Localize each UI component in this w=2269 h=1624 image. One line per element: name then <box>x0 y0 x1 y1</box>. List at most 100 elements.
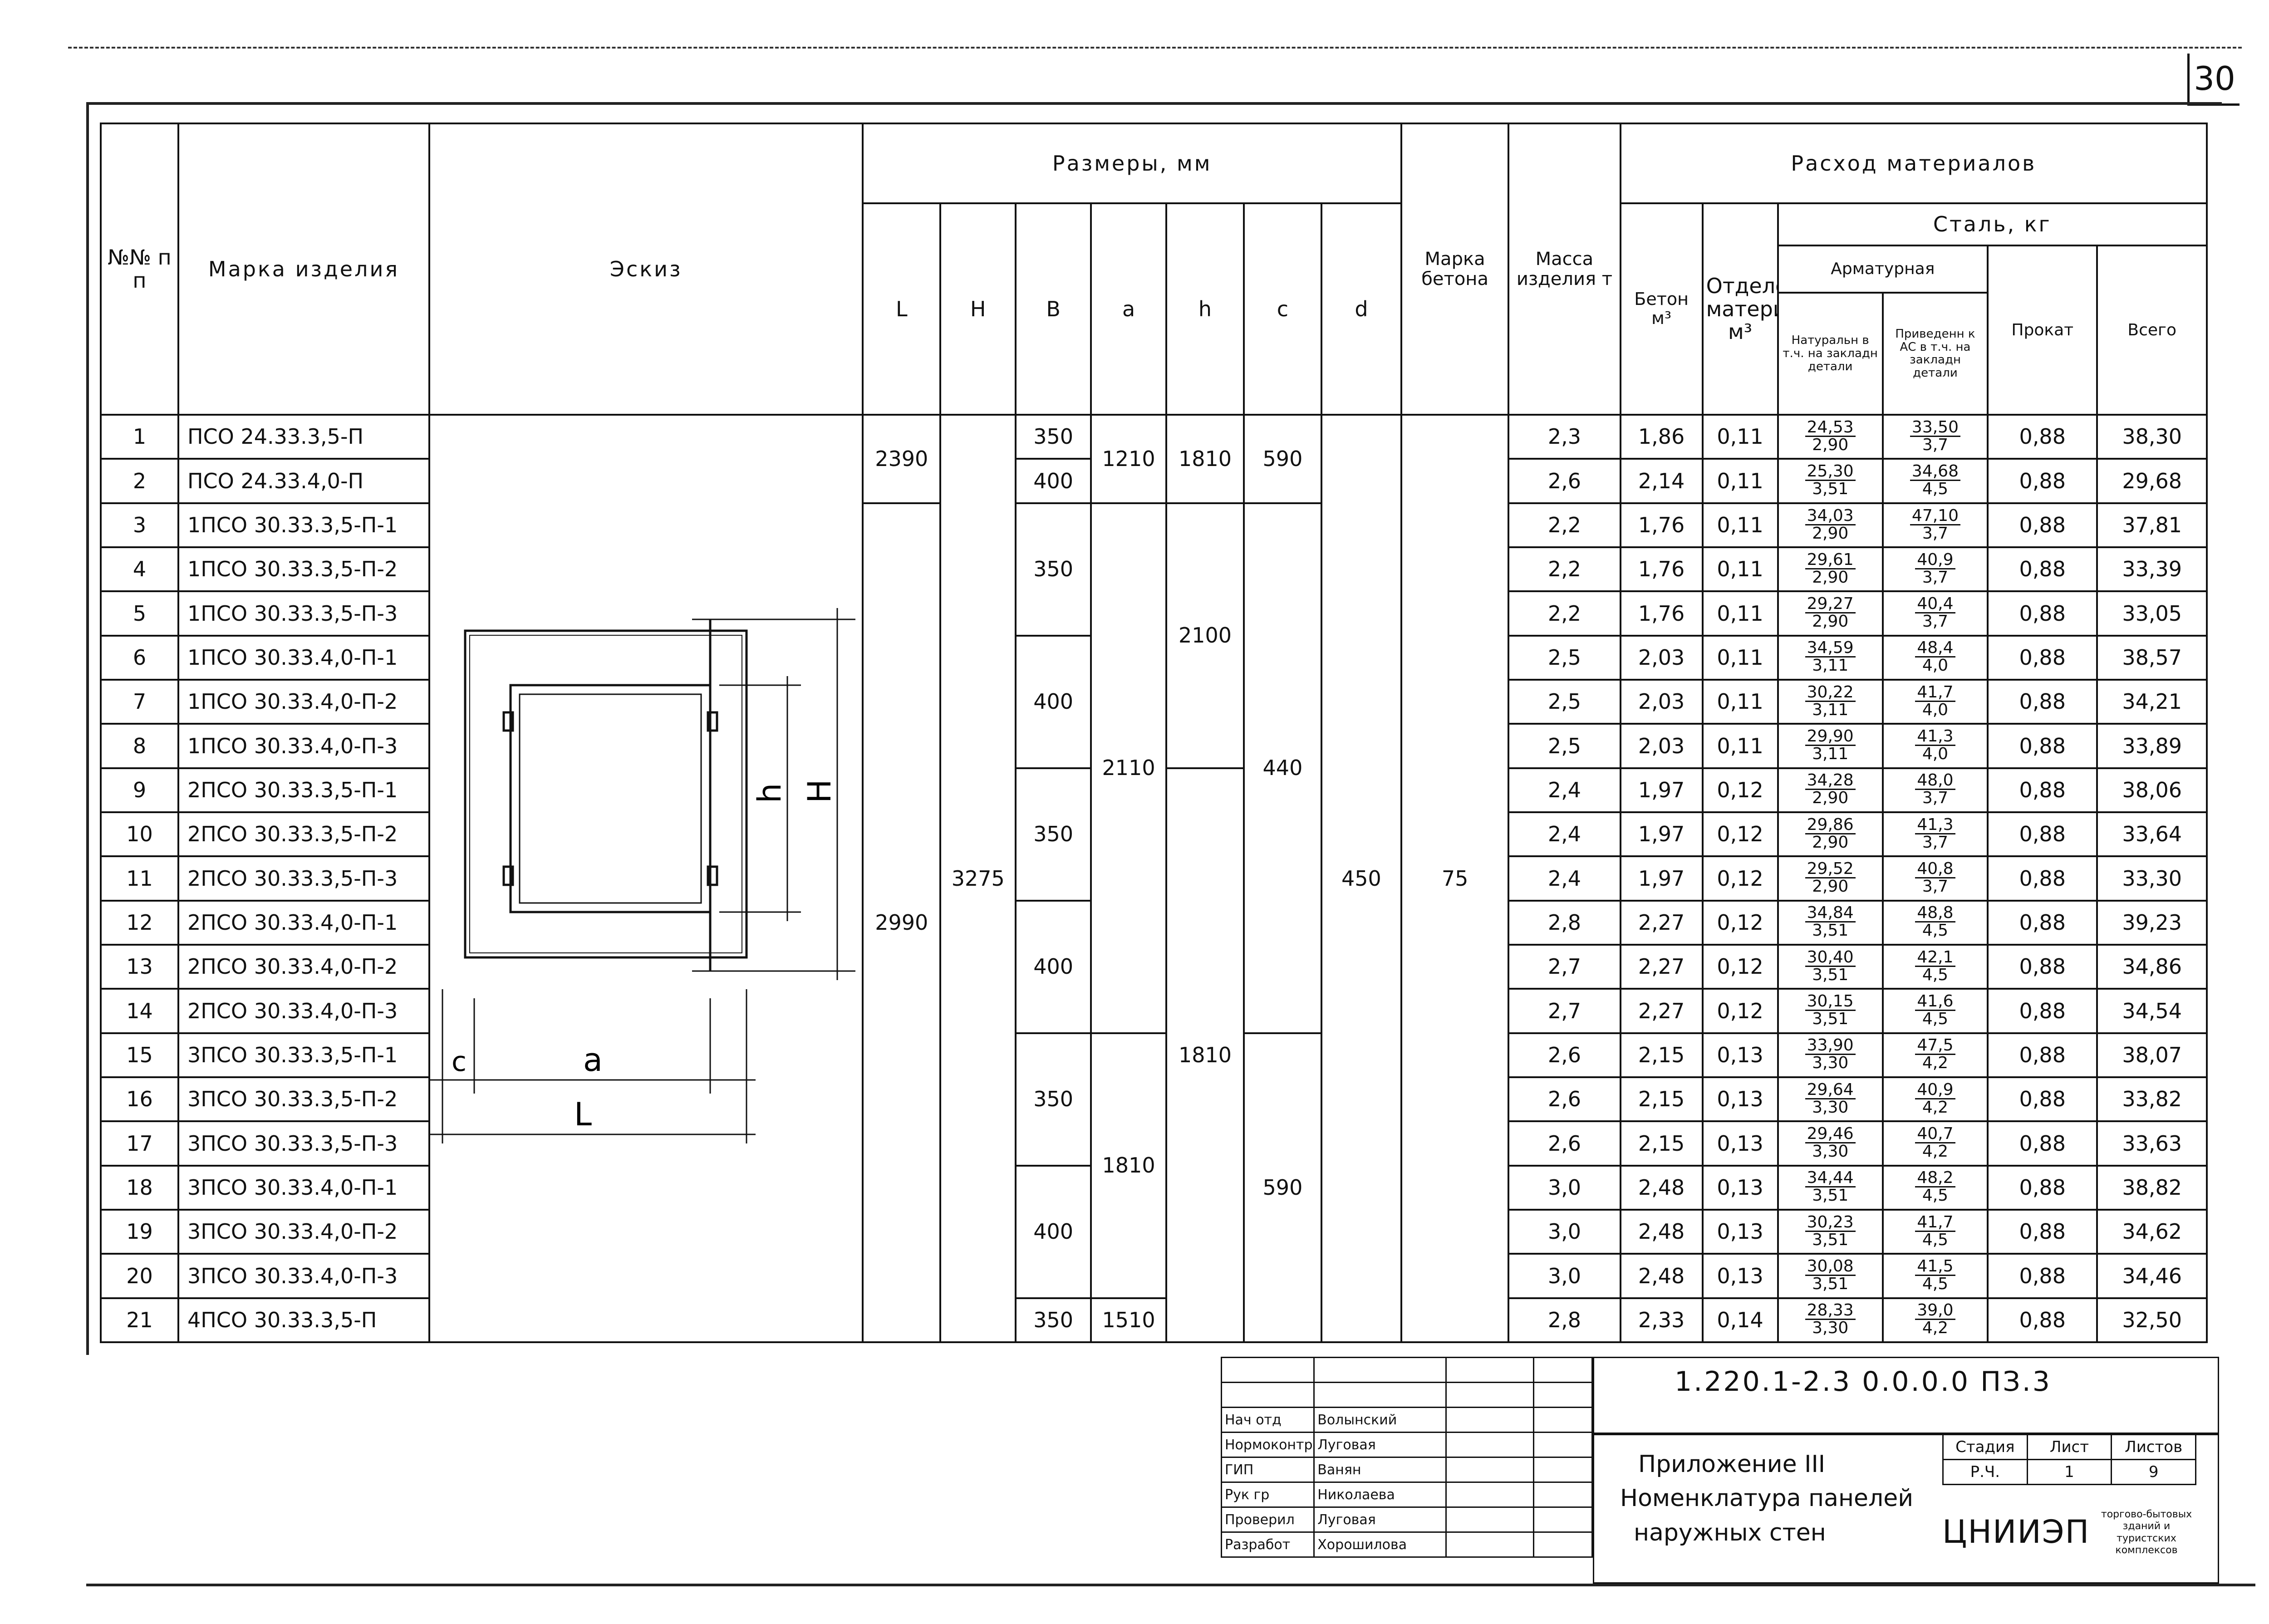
size-a-cell: 2110 <box>1090 502 1168 1034</box>
row-prokat: 0,88 <box>1987 723 2098 769</box>
sketch-a-label: a <box>583 1041 603 1079</box>
row-total: 29,68 <box>2096 458 2208 504</box>
fraction-numerator: 40,7 <box>1915 1126 1955 1144</box>
title-line-2: Номенклатура панелей <box>1620 1485 1913 1512</box>
row-finishing: 0,11 <box>1701 413 1779 460</box>
row-number: 5 <box>100 590 179 637</box>
header-size-c: c <box>1243 202 1322 416</box>
row-total: 37,81 <box>2096 502 2208 548</box>
header-beton: Бетон м³ <box>1619 202 1704 416</box>
row-prokat: 0,88 <box>1987 546 2098 593</box>
fraction-denominator: 3,30 <box>1812 1142 1849 1161</box>
role-5: Разработ <box>1220 1531 1315 1558</box>
fraction-numerator: 40,4 <box>1915 596 1955 614</box>
row-prokat: 0,88 <box>1987 899 2098 946</box>
row-mark: 2ПСО 30.33.4,0-П-3 <box>177 988 431 1034</box>
row-total: 38,06 <box>2096 767 2208 813</box>
organization: ЦНИИЭП торгово-бытовых зданий и туристск… <box>1942 1504 2196 1581</box>
fraction-denominator: 4,0 <box>1922 656 1949 675</box>
fraction-numerator: 41,6 <box>1915 993 1955 1011</box>
fraction-denominator: 3,30 <box>1812 1054 1849 1073</box>
fraction-numerator: 29,90 <box>1805 728 1856 746</box>
row-beton: 1,76 <box>1619 590 1704 637</box>
row-number: 14 <box>100 988 179 1034</box>
row-mass: 2,5 <box>1508 723 1621 769</box>
fraction-numerator: 29,86 <box>1805 816 1856 834</box>
fraction-numerator: 48,8 <box>1915 905 1955 923</box>
row-total: 34,62 <box>2096 1208 2208 1255</box>
header-rebar: Арматурная <box>1777 245 1989 294</box>
row-mark: 1ПСО 30.33.4,0-П-2 <box>177 678 431 725</box>
size-c-cell: 440 <box>1243 502 1322 1034</box>
stage-value: Р.Ч. <box>1942 1459 2028 1485</box>
fraction-numerator: 34,84 <box>1805 905 1856 923</box>
fraction-numerator: 47,10 <box>1910 507 1960 525</box>
fraction-numerator: 41,7 <box>1915 1214 1955 1232</box>
row-number: 3 <box>100 502 179 548</box>
row-beton: 2,27 <box>1619 988 1704 1034</box>
fraction-denominator: 3,11 <box>1812 700 1849 719</box>
row-beton: 1,97 <box>1619 767 1704 813</box>
row-mass: 2,5 <box>1508 634 1621 681</box>
row-beton: 2,27 <box>1619 899 1704 946</box>
fraction-denominator: 2,90 <box>1812 435 1849 454</box>
size-b-cell: 400 <box>1015 458 1092 504</box>
bottom-line <box>86 1584 2255 1586</box>
row-number: 2 <box>100 458 179 504</box>
row-mark: 1ПСО 30.33.3,5-П-3 <box>177 590 431 637</box>
size-hh-cell: 1810 <box>1165 767 1245 1344</box>
size-c-cell: 590 <box>1243 1032 1322 1344</box>
fraction-numerator: 29,46 <box>1805 1126 1856 1144</box>
role-4: Проверил <box>1220 1506 1315 1533</box>
fraction-denominator: 2,90 <box>1812 612 1849 631</box>
row-prokat: 0,88 <box>1987 943 2098 990</box>
drawing-title: Приложение III Номенклатура панелей нару… <box>1620 1447 1913 1550</box>
row-finishing: 0,12 <box>1701 988 1779 1034</box>
row-mass: 2,5 <box>1508 678 1621 725</box>
role-1: Нормоконтр <box>1220 1432 1315 1458</box>
row-prokat: 0,88 <box>1987 811 2098 858</box>
size-h-cell: 3275 <box>939 413 1017 1344</box>
header-size-b: B <box>1015 202 1092 416</box>
header-sketch: Эскиз <box>428 123 864 416</box>
fraction-numerator: 29,52 <box>1805 861 1856 879</box>
row-total: 33,63 <box>2096 1120 2208 1167</box>
org-description: торгово-бытовых зданий и туристских комп… <box>2101 1509 2192 1556</box>
fraction-denominator: 3,7 <box>1922 435 1949 454</box>
row-mass: 2,8 <box>1508 1297 1621 1344</box>
fraction-numerator: 40,9 <box>1915 551 1955 569</box>
row-prokat: 0,88 <box>1987 413 2098 460</box>
row-mark: 3ПСО 30.33.4,0-П-1 <box>177 1164 431 1211</box>
row-mass: 2,3 <box>1508 413 1621 460</box>
size-a-cell: 1810 <box>1090 1032 1168 1299</box>
row-prokat: 0,88 <box>1987 1208 2098 1255</box>
sketch-c-label: c <box>452 1046 467 1078</box>
fraction-denominator: 3,7 <box>1922 833 1949 852</box>
fraction-denominator: 2,90 <box>1812 568 1849 587</box>
